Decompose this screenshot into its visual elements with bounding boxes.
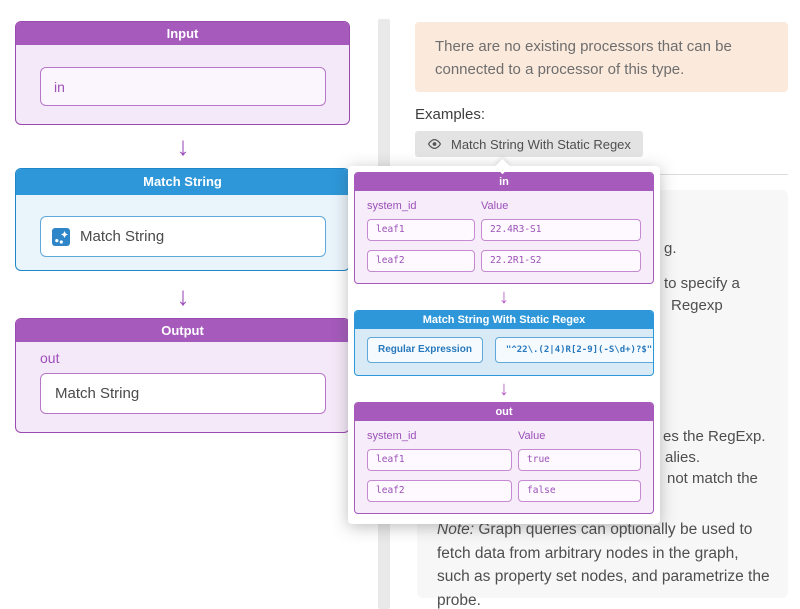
graph-queries-note: Note: Graph queries can optionally be us… <box>437 518 775 609</box>
out-row1-value: true <box>518 449 641 471</box>
hidden-text-fragment: not match the <box>667 470 758 487</box>
output-field-label: Match String <box>55 385 140 402</box>
popup-out-table: out system_id Value leaf1 true leaf2 fal… <box>354 402 654 514</box>
table-row: leaf2 22.2R1-S2 <box>367 250 641 272</box>
table-row: leaf2 false <box>367 480 641 502</box>
arrow-down-icon: ↓ <box>499 286 509 308</box>
hidden-text-fragment: to specify a <box>664 275 740 292</box>
hidden-text-fragment: es the RegExp. <box>663 428 766 445</box>
note-label: Note: <box>437 521 475 538</box>
in-col-system-id: system_id <box>367 200 417 212</box>
match-string-node[interactable]: Match String Match String <box>15 168 350 271</box>
output-node-title: Output <box>16 319 349 342</box>
out-row2-key: leaf2 <box>367 480 512 502</box>
arrow-down-icon: ↓ <box>176 281 190 311</box>
popup-out-title: out <box>355 403 653 421</box>
popup-in-title: in <box>355 173 653 191</box>
output-port-label: out <box>40 350 60 366</box>
input-in-field-label: in <box>54 78 65 95</box>
example-chip-match-string-with-static-regex[interactable]: Match String With Static Regex <box>415 131 643 157</box>
in-row2-key: leaf2 <box>367 250 475 272</box>
hidden-text-fragment: Regexp <box>671 297 723 314</box>
arrow-down-icon: ↓ <box>499 378 509 400</box>
eye-icon <box>427 138 442 150</box>
examples-heading: Examples: <box>415 106 486 123</box>
output-node[interactable]: Output out Match String <box>15 318 350 433</box>
out-row1-key: leaf1 <box>367 449 512 471</box>
regular-expression-value: "^22\.(2|4)R[2-9](-S\d+)?$" <box>494 337 653 363</box>
input-node-title: Input <box>16 22 349 45</box>
in-row1-key: leaf1 <box>367 219 475 241</box>
hidden-text-fragment: g. <box>664 240 677 257</box>
regular-expression-label: Regular Expression <box>367 337 483 363</box>
match-string-processor-item[interactable]: Match String <box>40 216 326 257</box>
popup-processor-node: Match String With Static Regex Regular E… <box>354 310 654 376</box>
table-row: leaf1 true <box>367 449 641 471</box>
processor-item-label: Match String <box>80 228 165 245</box>
in-col-value: Value <box>481 200 509 212</box>
match-string-node-title: Match String <box>16 169 349 195</box>
no-processors-notice: There are no existing processors that ca… <box>415 22 788 92</box>
output-field[interactable]: Match String <box>40 373 326 414</box>
example-chip-label: Match String With Static Regex <box>451 136 631 152</box>
popup-in-table: in system_id Value leaf1 22.4R3-S1 leaf2… <box>354 172 654 284</box>
in-row2-value: 22.2R1-S2 <box>481 250 641 272</box>
in-row1-value: 22.4R3-S1 <box>481 219 641 241</box>
input-in-field[interactable]: in <box>40 67 326 106</box>
out-row2-value: false <box>518 480 641 502</box>
popup-processor-title: Match String With Static Regex <box>355 311 653 329</box>
arrow-down-icon: ↓ <box>176 131 190 161</box>
input-node[interactable]: Input in <box>15 21 350 125</box>
processor-icon <box>52 227 70 246</box>
note-body: Graph queries can optionally be used to … <box>437 521 770 609</box>
example-preview-popup: in system_id Value leaf1 22.4R3-S1 leaf2… <box>348 158 660 524</box>
table-row: leaf1 22.4R3-S1 <box>367 219 641 241</box>
hidden-text-fragment: alies. <box>665 449 701 466</box>
out-col-system-id: system_id <box>367 430 417 442</box>
out-col-value: Value <box>518 430 546 442</box>
